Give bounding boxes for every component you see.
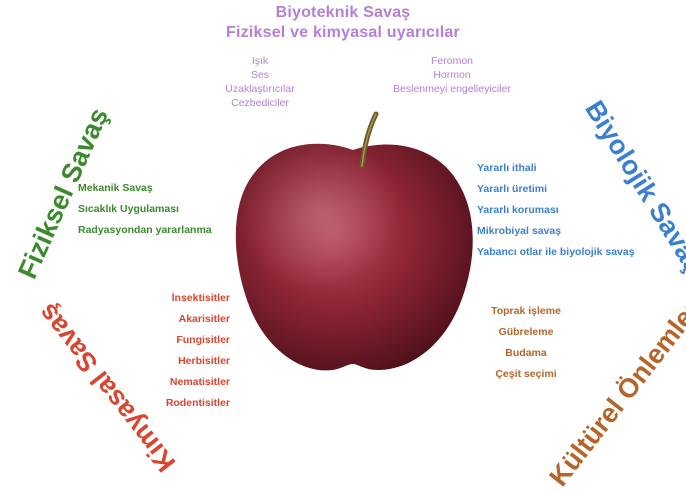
chemical-item: Nematisitler xyxy=(150,372,230,393)
cultural-item: Toprak işleme xyxy=(478,301,574,322)
cultural-list: Toprak işleme Gübreleme Budama Çeşit seç… xyxy=(478,301,574,385)
biotechnical-title: Biyoteknik Savaş xyxy=(0,4,686,22)
biotechnical-right-list: Feromon Hormon Beslenmeyi engelleyiciler xyxy=(362,54,542,96)
biotechnical-left-list: Işık Ses Uzaklaştırıcılar Cezbediciler xyxy=(205,54,315,110)
biotechnical-item: Beslenmeyi engelleyiciler xyxy=(362,82,542,96)
biotechnical-item: Hormon xyxy=(362,68,542,82)
biotechnical-item: Uzaklaştırıcılar xyxy=(205,82,315,96)
biotechnical-item: Ses xyxy=(205,68,315,82)
physical-item: Mekanik Savaş xyxy=(78,178,212,199)
biotechnical-subtitle: Fiziksel ve kimyasal uyarıcılar xyxy=(0,24,686,42)
biological-item: Yararlı koruması xyxy=(477,200,635,221)
biological-item: Yabancı otlar ile biyolojik savaş xyxy=(477,242,635,263)
biotechnical-item: Işık xyxy=(205,54,315,68)
cultural-item: Budama xyxy=(478,343,574,364)
chemical-list: İnsektisitler Akarisitler Fungisitler He… xyxy=(150,288,230,414)
chemical-item: Akarisitler xyxy=(150,309,230,330)
chemical-item: Herbisitler xyxy=(150,351,230,372)
biological-list: Yararlı ithali Yararlı üretimi Yararlı k… xyxy=(477,158,635,263)
apple-image xyxy=(228,108,478,378)
biological-item: Yararlı üretimi xyxy=(477,179,635,200)
cultural-item: Çeşit seçimi xyxy=(478,364,574,385)
physical-item: Radyasyondan yararlanma xyxy=(78,220,212,241)
chemical-item: Fungisitler xyxy=(150,330,230,351)
biotechnical-item: Feromon xyxy=(362,54,542,68)
chemical-item: İnsektisitler xyxy=(150,288,230,309)
physical-list: Mekanik Savaş Sıcaklık Uygulaması Radyas… xyxy=(78,178,212,241)
biological-item: Mikrobiyal savaş xyxy=(477,221,635,242)
biological-item: Yararlı ithali xyxy=(477,158,635,179)
physical-item: Sıcaklık Uygulaması xyxy=(78,199,212,220)
chemical-item: Rodentisitler xyxy=(150,393,230,414)
cultural-item: Gübreleme xyxy=(478,322,574,343)
